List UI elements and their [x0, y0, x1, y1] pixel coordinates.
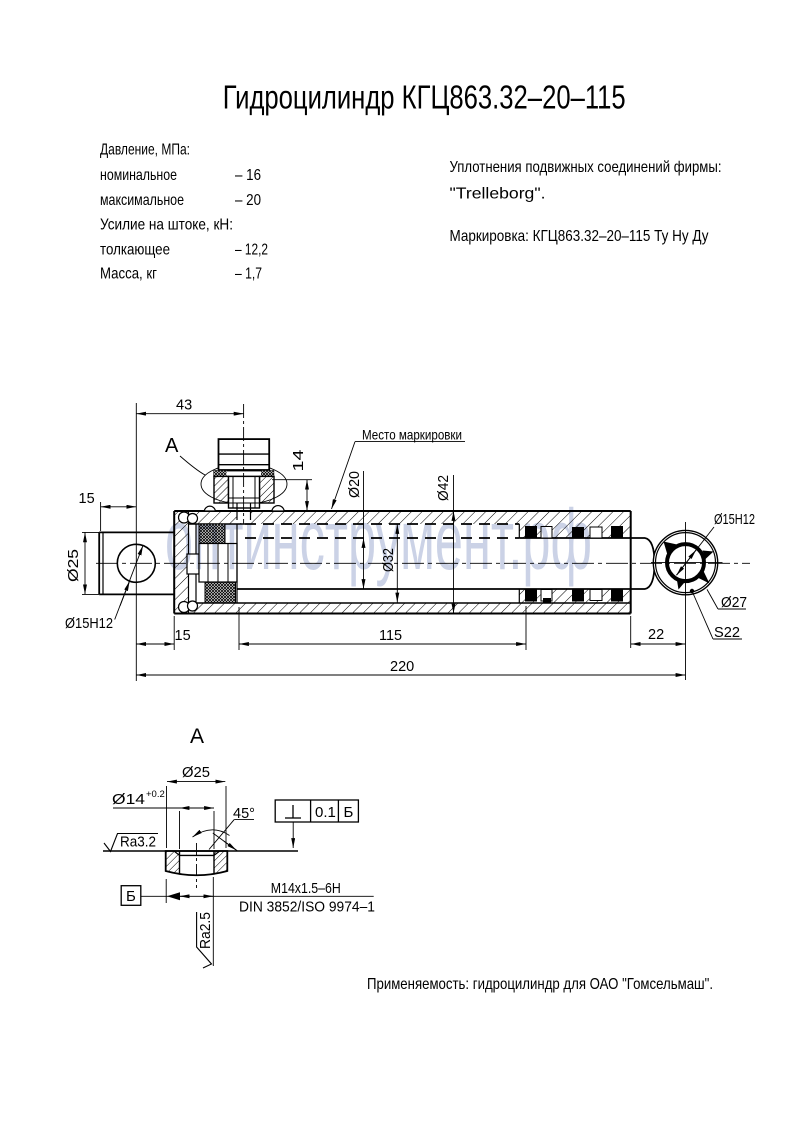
svg-text:Давление, МПа:: Давление, МПа: [100, 142, 190, 159]
svg-text:Б: Б [344, 804, 354, 821]
svg-text:Усилие на штоке, кН:: Усилие на штоке, кН: [100, 217, 233, 234]
svg-text:Ø15H12: Ø15H12 [714, 511, 755, 528]
svg-text:14: 14 [291, 450, 307, 472]
svg-text:Ø20: Ø20 [347, 471, 363, 498]
svg-text:– 16: – 16 [235, 167, 261, 184]
svg-text:43: 43 [176, 398, 192, 414]
svg-text:Ø25: Ø25 [182, 765, 210, 781]
svg-text:– 1,7: – 1,7 [235, 266, 262, 283]
svg-text:– 12,2: – 12,2 [235, 242, 268, 259]
svg-text:Ø14: Ø14 [112, 792, 145, 808]
svg-text:22: 22 [648, 627, 664, 643]
svg-text:максимальное: максимальное [100, 192, 184, 209]
svg-text:DIN 3852/ISO 9974–1: DIN 3852/ISO 9974–1 [239, 899, 375, 916]
svg-text:"Trelleborg".: "Trelleborg". [450, 186, 546, 203]
svg-text:Уплотнения подвижных соединени: Уплотнения подвижных соединений фирмы: [450, 159, 722, 176]
svg-text:А: А [190, 725, 204, 748]
svg-text:Ra3.2: Ra3.2 [120, 835, 156, 851]
svg-text:45°: 45° [233, 806, 255, 822]
svg-text:Масса, кг: Масса, кг [100, 266, 157, 283]
svg-text:Ø25: Ø25 [66, 549, 82, 582]
svg-text:Б: Б [126, 888, 136, 905]
svg-text:номинальное: номинальное [100, 167, 177, 184]
svg-text:– 20: – 20 [235, 192, 261, 209]
svg-text:S22: S22 [714, 624, 740, 641]
svg-text:115: 115 [379, 628, 402, 644]
svg-text:Ø42: Ø42 [436, 475, 452, 501]
svg-text:15: 15 [175, 628, 191, 644]
svg-text:А: А [165, 435, 179, 457]
svg-text:Ø32: Ø32 [381, 548, 397, 572]
svg-text:Ø27: Ø27 [721, 594, 747, 611]
svg-text:15: 15 [79, 491, 95, 507]
svg-text:220: 220 [390, 659, 414, 675]
svg-text:Маркировка: КГЦ863.32–20–115 Т: Маркировка: КГЦ863.32–20–115 Ту Ну Ду [450, 228, 709, 245]
svg-text:Применяемость: гидроцилиндр дл: Применяемость: гидроцилиндр для ОАО "Гом… [367, 976, 713, 993]
svg-text:Ø15H12: Ø15H12 [65, 615, 113, 632]
svg-text:0.1: 0.1 [315, 804, 336, 821]
svg-text:Ra2.5: Ra2.5 [198, 912, 214, 949]
svg-text:+0.2: +0.2 [146, 789, 165, 800]
svg-text:Место маркировки: Место маркировки [362, 427, 462, 443]
svg-text:M14x1.5–6H: M14x1.5–6H [271, 880, 341, 897]
svg-text:Гидроцилиндр КГЦ863.32–20–115: Гидроцилиндр КГЦ863.32–20–115 [223, 79, 626, 116]
svg-text:толкающее: толкающее [100, 242, 170, 259]
svg-text:оптинструмент.рф: оптинструмент.рф [165, 493, 592, 588]
